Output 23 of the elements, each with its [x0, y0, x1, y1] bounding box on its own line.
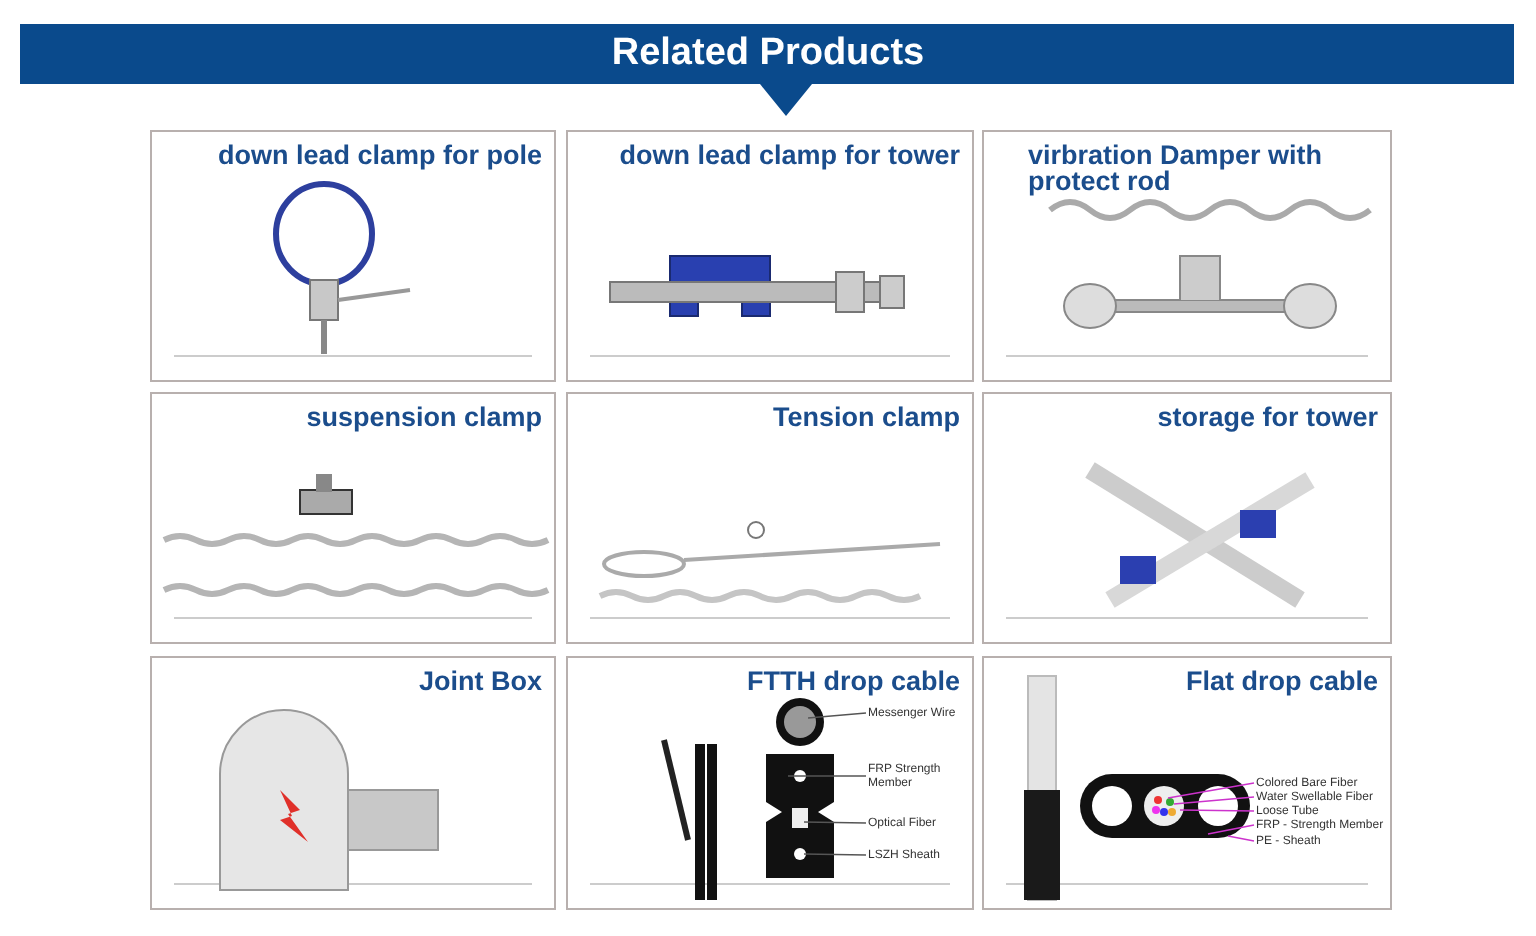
leader-line	[803, 853, 867, 856]
leader-line	[1227, 835, 1255, 842]
leader-line	[1167, 782, 1255, 799]
product-card	[150, 130, 556, 382]
leader-line	[787, 775, 867, 777]
product-name: down lead clamp for pole	[215, 142, 542, 168]
product-card	[566, 392, 974, 644]
leader-line	[1179, 809, 1255, 812]
product-name: storage for tower	[1155, 404, 1378, 430]
product-name: virbration Damper with protect rod	[1028, 142, 1325, 194]
leader-line	[1173, 796, 1255, 805]
leader-line	[803, 821, 867, 824]
leader-line	[1207, 824, 1255, 835]
product-card	[982, 392, 1392, 644]
title: Related Products	[609, 32, 927, 76]
product-name: down lead clamp for tower	[617, 142, 960, 168]
product-card	[150, 392, 556, 644]
product-name: Tension clamp	[770, 404, 960, 430]
leader-line	[807, 712, 867, 719]
product-name: suspension clamp	[304, 404, 542, 430]
product-name: FTTH drop cable	[744, 668, 960, 694]
product-name: Joint Box	[416, 668, 542, 694]
product-name: Flat drop cable	[1183, 668, 1378, 694]
